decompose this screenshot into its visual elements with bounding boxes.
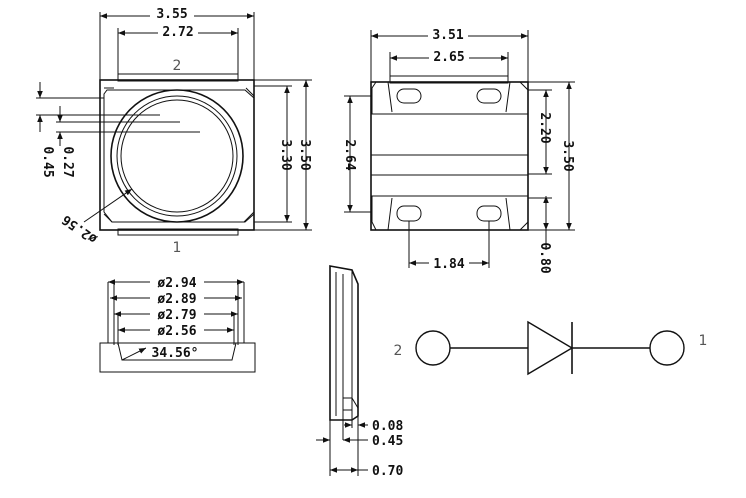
top-offset-027-label: 0.27 bbox=[60, 146, 75, 177]
bottom-pad-height-label: 0.80 bbox=[537, 242, 552, 273]
top-view-body bbox=[99, 79, 255, 231]
bottom-view-top-slot-left bbox=[396, 88, 422, 104]
bottom-view-body bbox=[370, 81, 529, 231]
side-view: 0.08 0.45 0.70 bbox=[316, 265, 403, 479]
top-lens-diameter-label: ø2.56 bbox=[60, 211, 101, 246]
bottom-view-bottom-pad bbox=[371, 195, 529, 231]
bottom-width-inner-label: 2.65 bbox=[433, 50, 464, 65]
section-d3-label: ø2.79 bbox=[157, 308, 196, 323]
section-d1-label: ø2.94 bbox=[157, 276, 196, 291]
diode-triangle-icon bbox=[527, 320, 574, 376]
top-view: 3.55 2.72 2 1 3.50 3.30 0.45 0.27 ø2.56 bbox=[36, 6, 312, 256]
schematic-pin-1-pad bbox=[649, 330, 685, 366]
section-view-cavity bbox=[107, 282, 245, 361]
bottom-width-outer-label: 3.51 bbox=[432, 28, 463, 43]
top-height-outer-label: 3.50 bbox=[297, 139, 312, 170]
section-d2-label: ø2.89 bbox=[157, 292, 196, 307]
bottom-pad-span-label: 2.64 bbox=[342, 139, 357, 170]
top-view-lens-inner bbox=[116, 95, 238, 217]
top-view-pin-2-label: 2 bbox=[173, 58, 182, 74]
section-d4-label: ø2.56 bbox=[157, 324, 196, 339]
bottom-pad-pitch-label: 1.84 bbox=[433, 257, 464, 272]
bottom-pad-gap-label: 2.20 bbox=[537, 112, 552, 143]
top-view-pin-1-label: 1 bbox=[173, 240, 182, 256]
bottom-view: 3.51 2.65 3.50 2.20 0.80 2.64 1.84 bbox=[342, 27, 575, 274]
side-t1-label: 0.08 bbox=[372, 419, 403, 434]
section-view-base bbox=[99, 342, 256, 373]
diode-schematic: 2 1 bbox=[394, 320, 708, 376]
schematic-pin-2-label: 2 bbox=[394, 343, 403, 359]
top-view-frame bbox=[103, 89, 255, 223]
schematic-pin-1-label: 1 bbox=[699, 333, 708, 349]
top-height-inner-label: 3.30 bbox=[278, 139, 293, 170]
top-view-bottom-tab bbox=[117, 228, 239, 236]
bottom-view-top-slot-right bbox=[476, 88, 502, 104]
side-view-profile bbox=[329, 265, 359, 421]
side-t2-label: 0.45 bbox=[372, 434, 403, 449]
bottom-view-bottom-slot-right bbox=[476, 205, 502, 222]
bottom-height-outer-label: 3.50 bbox=[560, 140, 575, 171]
schematic-pin-2-pad bbox=[415, 330, 451, 366]
top-width-inner-label: 2.72 bbox=[162, 25, 193, 40]
section-angle-label: 34.56° bbox=[152, 346, 199, 361]
top-offset-045-label: 0.45 bbox=[40, 146, 55, 177]
bottom-view-top-pad bbox=[371, 81, 529, 115]
top-width-outer-label: 3.55 bbox=[156, 7, 187, 22]
side-t3-label: 0.70 bbox=[372, 464, 403, 479]
bottom-view-bottom-slot-left bbox=[396, 205, 422, 222]
section-view: ø2.94 ø2.89 ø2.79 ø2.56 34.56° bbox=[99, 275, 256, 373]
top-view-top-tab bbox=[117, 73, 239, 82]
top-view-lens-outer bbox=[110, 89, 244, 223]
